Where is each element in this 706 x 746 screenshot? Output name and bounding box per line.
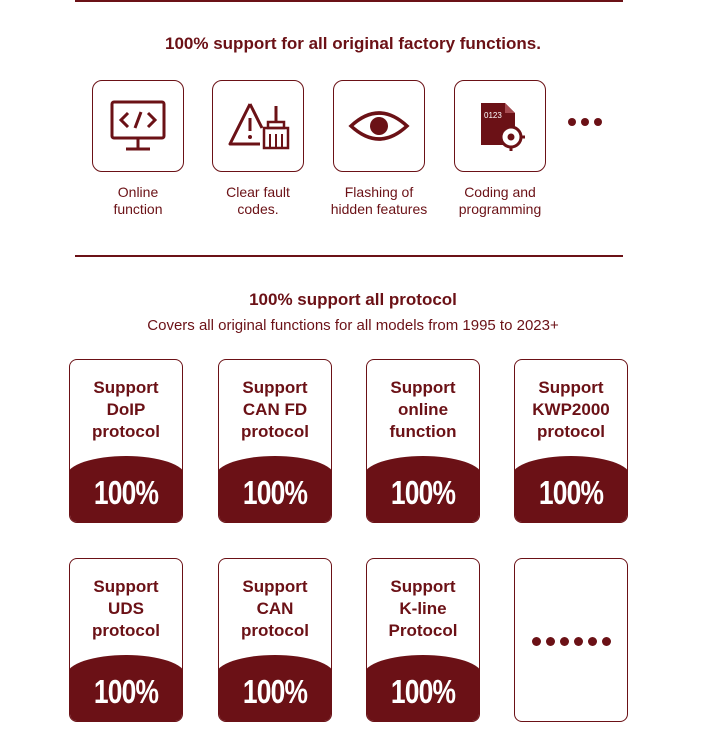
file-code-text: 0123 bbox=[484, 111, 502, 120]
card-band bbox=[70, 456, 182, 522]
eye-icon bbox=[348, 111, 410, 141]
clear-fault-tile bbox=[212, 80, 304, 172]
more-functions-ellipsis bbox=[568, 118, 602, 126]
card-title: Support KWP2000 protocol bbox=[532, 378, 610, 441]
feature-label: Clear fault codes. bbox=[226, 184, 290, 217]
card-percent: 100% bbox=[390, 673, 456, 710]
feature-label: Coding and programming bbox=[458, 184, 542, 217]
protocol-card-kwp2000: Support KWP2000 protocol 100% bbox=[514, 359, 628, 523]
protocol-card-kline: Support K-line Protocol 100% bbox=[366, 558, 480, 722]
card-band bbox=[367, 456, 479, 522]
card-band bbox=[367, 655, 479, 721]
card-title: Support CAN protocol bbox=[241, 577, 309, 640]
card-percent: 100% bbox=[538, 474, 604, 511]
section-divider bbox=[75, 255, 623, 257]
feature-label: Online function bbox=[113, 184, 163, 217]
card-percent: 100% bbox=[390, 474, 456, 511]
card-band bbox=[219, 655, 331, 721]
feature-clear-fault-codes: Clear fault codes. bbox=[212, 80, 304, 217]
flashing-tile bbox=[333, 80, 425, 172]
more-protocols-ellipsis bbox=[515, 637, 627, 646]
protocol-card-more bbox=[514, 558, 628, 722]
feature-coding-programming: 0123 Coding and programming bbox=[454, 80, 546, 217]
card-percent: 100% bbox=[242, 474, 308, 511]
protocol-card-online: Support online function 100% bbox=[366, 359, 480, 523]
code-file-gear-icon: 0123 bbox=[481, 103, 525, 151]
card-percent: 100% bbox=[93, 673, 159, 710]
protocol-card-doip: Support DoIP protocol 100% bbox=[69, 359, 183, 523]
protocol-heading: 100% support all protocol bbox=[249, 290, 457, 309]
coding-tile: 0123 bbox=[454, 80, 546, 172]
code-monitor-icon bbox=[110, 100, 166, 151]
protocol-card-canfd: Support CAN FD protocol 100% bbox=[218, 359, 332, 523]
card-title: Support K-line Protocol bbox=[388, 577, 458, 640]
card-band bbox=[219, 456, 331, 522]
warning-broom-icon bbox=[228, 103, 290, 150]
feature-online-function: Online function bbox=[92, 80, 184, 217]
feature-label: Flashing of hidden features bbox=[330, 184, 428, 217]
protocol-subheading: Covers all original functions for all mo… bbox=[147, 317, 559, 334]
top-divider bbox=[75, 0, 623, 2]
online-function-tile bbox=[92, 80, 184, 172]
protocol-card-uds: Support UDS protocol 100% bbox=[69, 558, 183, 722]
card-band bbox=[515, 456, 627, 522]
protocol-card-can: Support CAN protocol 100% bbox=[218, 558, 332, 722]
card-title: Support DoIP protocol bbox=[92, 378, 160, 441]
card-title: Support UDS protocol bbox=[92, 577, 160, 640]
feature-flashing-hidden: Flashing of hidden features bbox=[331, 80, 427, 217]
card-title: Support online function bbox=[389, 378, 457, 441]
card-title: Support CAN FD protocol bbox=[241, 378, 309, 441]
card-percent: 100% bbox=[242, 673, 308, 710]
card-percent: 100% bbox=[93, 474, 159, 511]
card-band bbox=[70, 655, 182, 721]
functions-heading: 100% support for all original factory fu… bbox=[165, 34, 541, 53]
